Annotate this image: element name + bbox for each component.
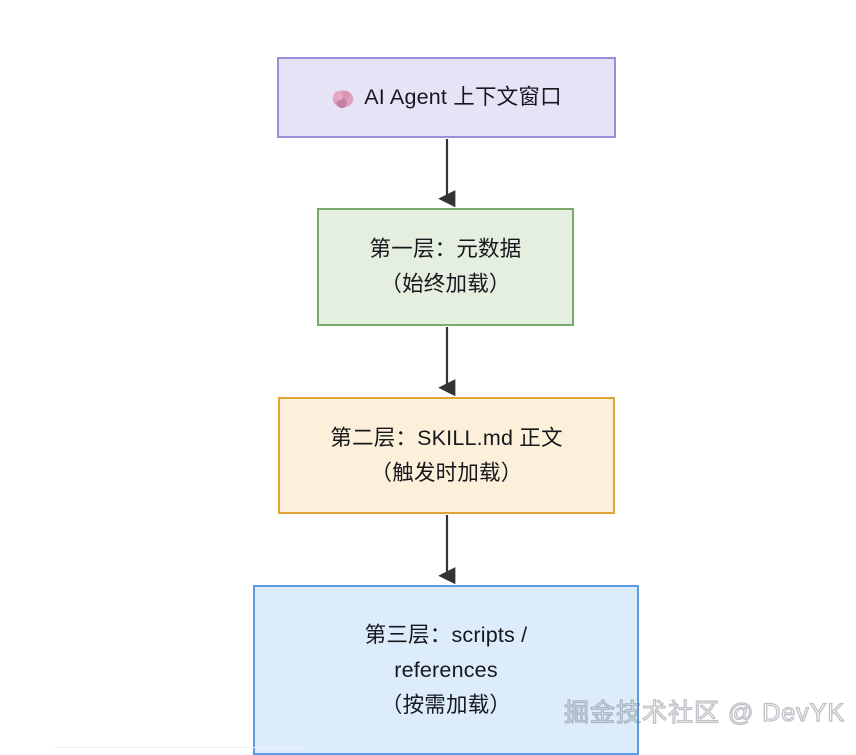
node-layer1-subtitle: （始终加载） — [380, 272, 511, 296]
bottom-divider — [54, 747, 304, 748]
node-layer-three-scripts-references[interactable]: 第三层：scripts / references （按需加载） — [253, 585, 639, 755]
brain-icon — [331, 88, 356, 109]
node-context-row: AI Agent 上下文窗口 — [331, 80, 562, 115]
node-layer1-title: 第一层：元数据 — [369, 237, 522, 261]
node-layer3-title-cont: references — [394, 657, 498, 682]
node-layer2-subtitle: （触发时加载） — [370, 460, 523, 485]
node-layer-two-skill-md[interactable]: 第二层：SKILL.md 正文 （触发时加载） — [278, 397, 615, 514]
watermark-text: 掘金技术社区 @ DevYK — [563, 698, 846, 727]
node-layer3-subtitle: （按需加载） — [380, 692, 512, 717]
node-context-label: AI Agent 上下文窗口 — [364, 85, 562, 109]
node-layer-one-metadata[interactable]: 第一层：元数据 （始终加载） — [317, 208, 574, 326]
node-layer3-title: 第三层：scripts / — [364, 622, 528, 647]
node-layer2-title: 第二层：SKILL.md 正文 — [330, 425, 563, 450]
node-ai-agent-context-window[interactable]: AI Agent 上下文窗口 — [277, 57, 616, 138]
